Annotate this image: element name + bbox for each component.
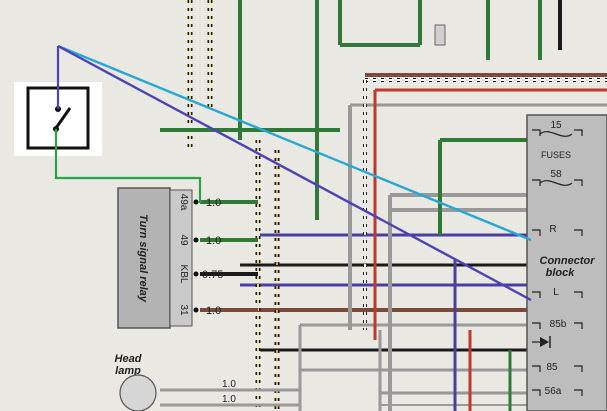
headlamp-gauge-2: 1.0 [222,394,236,405]
relay-title: Turn signal relay [137,214,149,303]
vertical-runs [255,80,512,411]
terminal-85-label: 85 [546,362,558,373]
turn-signal-relay: Turn signal relay 49a 49 KBL 31 [117,187,199,329]
headlamp-gauge-1: 1.0 [222,379,236,390]
fuse-58-symbol [539,180,573,186]
terminal-85b-label: 85b [550,319,567,330]
headlamp-symbol [119,374,157,411]
connector-block-title-1: Connector [540,255,596,267]
fuse-58-label: 58 [550,169,562,180]
connector-block: 15 FUSES 58 R Connector block L 85b 85 5… [526,114,607,411]
relay-pin-kbl: KBL [178,265,189,284]
gauge-kbl: 0.75 [202,269,223,281]
connector-block-title-2: block [546,267,576,279]
headlamp-label-line2: lamp [115,365,141,377]
fuses-label: FUSES [541,150,571,160]
relay-pin-31: 31 [178,304,189,316]
top-wires [187,0,562,220]
fuse-15-label: 15 [550,120,562,131]
gauge-31: 1.0 [206,305,221,317]
terminal-r-label: R [549,224,556,235]
connector-block-body [526,114,607,411]
horizontal-buses [160,73,607,406]
relay-pin-49: 49 [178,234,189,246]
gauge-49: 1.0 [206,235,221,247]
terminal-l-label: L [553,287,559,298]
diode-symbol [540,337,549,347]
relay-pin-strip [169,189,193,327]
gauge-49a: 1.0 [206,197,221,209]
fuse-15-symbol [539,131,573,137]
connector-terminal-marks [532,129,583,396]
terminal-56a-label: 56a [545,386,562,397]
headlamp-label-line1: Head [115,353,142,365]
overlay-lines [54,44,532,302]
relay-output-wires [200,200,258,312]
relay-pin-49a: 49a [178,194,189,211]
relay-body [117,187,171,329]
